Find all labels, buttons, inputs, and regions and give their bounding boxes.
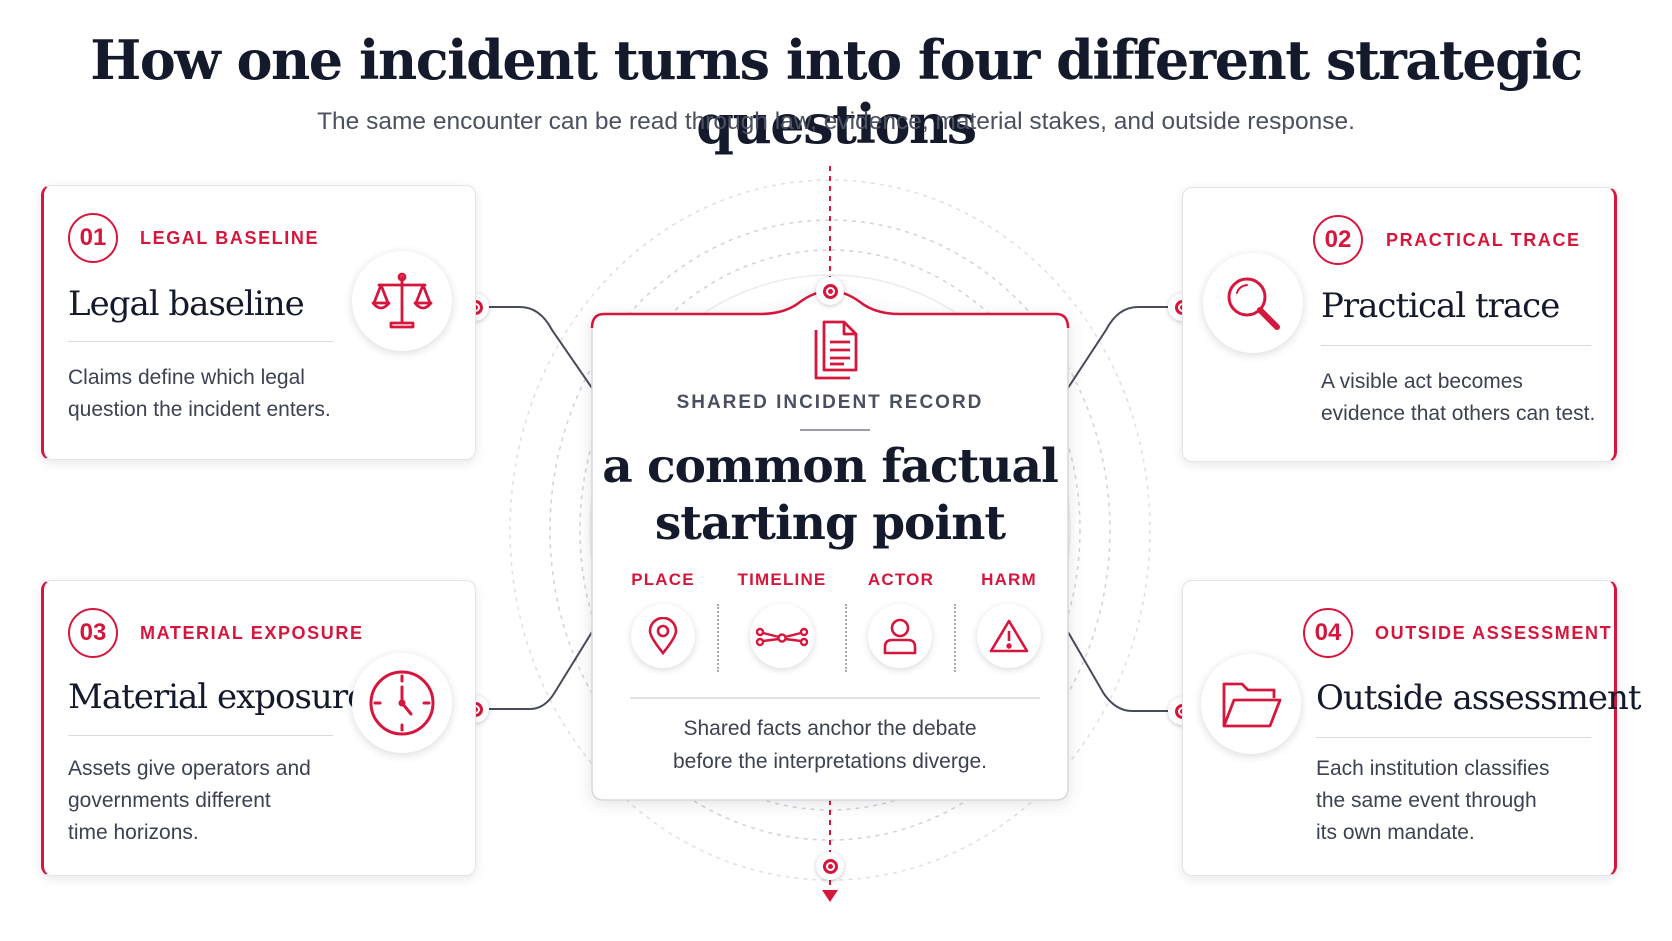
card-title: Legal baseline: [68, 284, 305, 324]
card-tag: OUTSIDE ASSESSMENT: [1375, 623, 1613, 643]
fact-separator: [845, 604, 847, 672]
card-practical-trace: 02 PRACTICAL TRACE Practical trace A vis…: [1182, 187, 1617, 462]
fact-label-harm: HARM: [981, 570, 1037, 589]
card-icon-circle: [352, 251, 452, 351]
fact-label-actor: ACTOR: [867, 570, 935, 589]
center-bottom-node: [816, 852, 844, 880]
clock-icon: [369, 670, 435, 736]
card-title: Material exposure: [68, 677, 367, 717]
down-arrow-icon: [822, 890, 838, 902]
card-tag: LEGAL BASELINE: [140, 228, 320, 248]
magnifier-icon: [1227, 277, 1280, 330]
location-pin-icon: [648, 617, 678, 655]
card-tag: MATERIAL EXPOSURE: [140, 623, 364, 643]
fact-harm: [977, 604, 1041, 668]
card-divider: [1321, 345, 1591, 346]
card-outside-assessment: 04 OUTSIDE ASSESSMENT Outside assessment…: [1182, 580, 1642, 876]
connectors: [488, 306, 1168, 712]
card-title: Outside assessment: [1316, 678, 1642, 718]
fact-label-timeline: TIMELINE: [737, 570, 827, 589]
card-title: Practical trace: [1321, 286, 1560, 326]
card-icon-circle: [1203, 253, 1303, 353]
timeline-icon: [755, 627, 809, 647]
fact-separator: [717, 604, 719, 672]
card-legal-baseline: 01 LEGAL BASELINE Legal baseline Claims …: [41, 185, 476, 460]
card-tag: PRACTICAL TRACE: [1386, 230, 1581, 250]
warning-icon: [989, 619, 1029, 653]
page-title: How one incident turns into four differe…: [90, 28, 1583, 156]
card-icon-circle: [1201, 654, 1301, 754]
card-icon-circle: [352, 653, 452, 753]
center-top-node: [816, 277, 844, 305]
folder-icon: [1222, 682, 1282, 728]
card-number: 02: [1313, 215, 1363, 265]
page-subtitle: The same encounter can be read through l…: [317, 108, 1355, 135]
card-divider: [1316, 737, 1591, 738]
card-material-exposure: 03 MATERIAL EXPOSURE Material exposure A…: [41, 580, 476, 876]
card-divider: [68, 341, 333, 342]
card-number: 03: [68, 608, 118, 658]
fact-actor: [868, 604, 932, 668]
fact-label-place: PLACE: [631, 570, 695, 589]
center-record-label: SHARED INCIDENT RECORD: [676, 392, 984, 413]
card-divider: [68, 735, 333, 736]
fact-separator: [954, 604, 956, 672]
document-icon: [814, 320, 858, 380]
person-icon: [883, 618, 917, 655]
card-number: 01: [68, 213, 118, 263]
fact-timeline: [750, 604, 814, 668]
card-number: 04: [1303, 608, 1353, 658]
scales-icon: [371, 272, 433, 329]
fact-place: [631, 604, 695, 668]
